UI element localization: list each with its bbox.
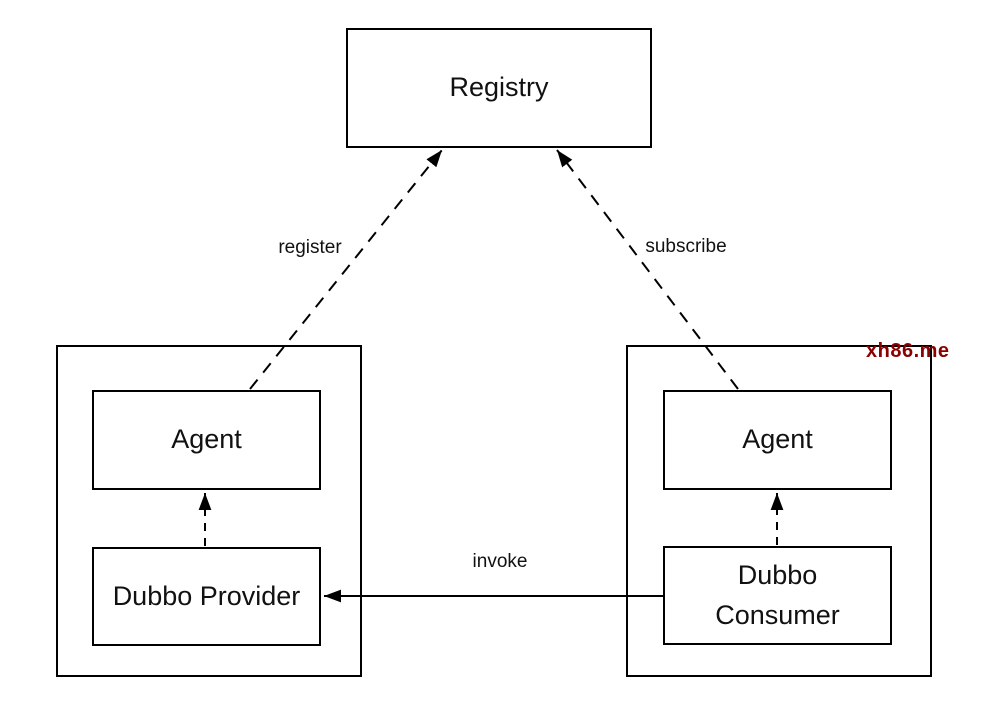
dubbo-consumer-label: Dubbo Consumer — [715, 560, 840, 630]
consumer-agent-label: Agent — [742, 424, 813, 455]
registry-label: Registry — [449, 72, 549, 103]
invoke-edge-label: invoke — [472, 551, 528, 572]
consumer-group-box — [626, 345, 932, 677]
consumer-agent-node: Agent — [663, 390, 892, 490]
dubbo-provider-label: Dubbo Provider — [112, 580, 301, 611]
provider-group-box — [56, 345, 362, 677]
register-edge-label: register — [278, 237, 342, 258]
subscribe-edge-line — [556, 149, 739, 390]
watermark-text: xh86.me — [866, 340, 950, 362]
dubbo-provider-node: Dubbo Provider — [92, 547, 321, 646]
subscribe-edge-label: subscribe — [645, 236, 727, 257]
registry-node: Registry — [346, 28, 652, 148]
dubbo-consumer-node: Dubbo Consumer — [663, 546, 892, 645]
provider-agent-label: Agent — [171, 424, 242, 455]
register-edge-line — [249, 149, 443, 390]
provider-agent-node: Agent — [92, 390, 321, 490]
